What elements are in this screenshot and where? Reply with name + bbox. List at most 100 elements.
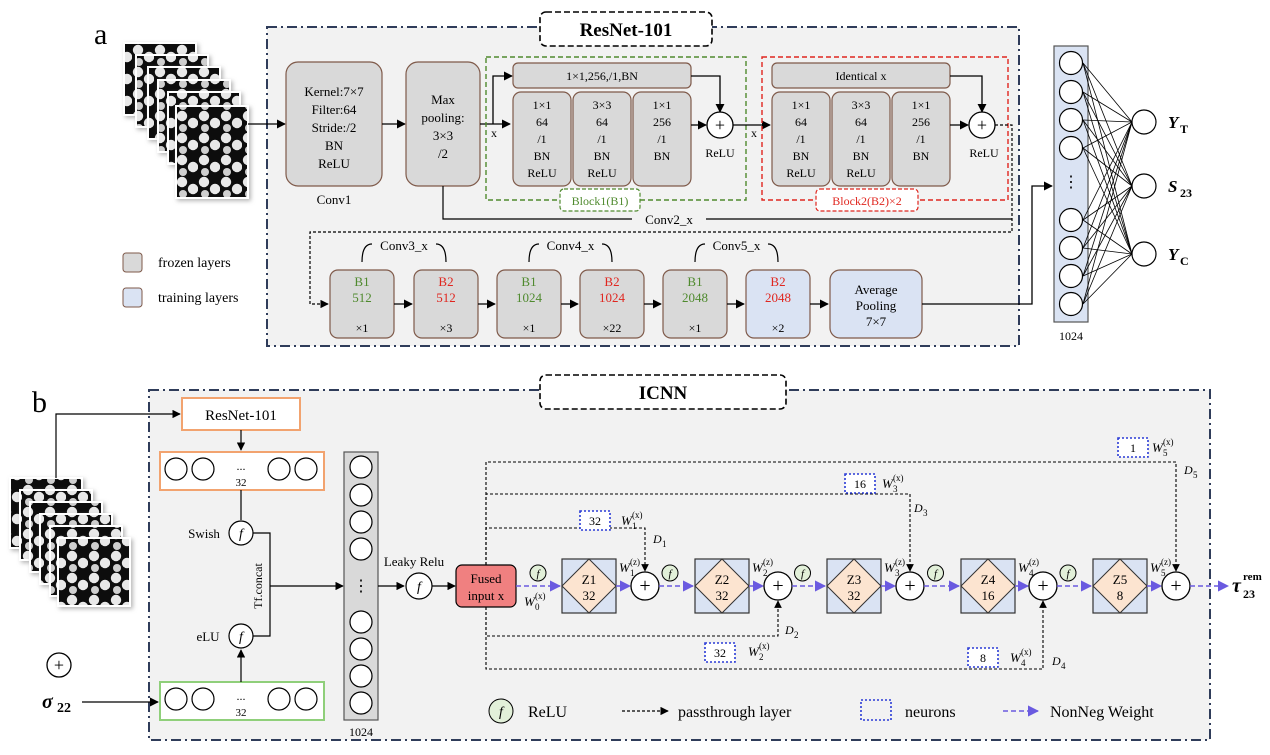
relu-node-1 — [661, 564, 679, 582]
upper-neurons-2 — [267, 457, 291, 481]
neuron-box-4 — [1117, 437, 1149, 458]
concat-neuron-6 — [349, 637, 373, 661]
b2-cells-cell-0-line-3: BN — [793, 149, 810, 163]
fc-edge-2-1 — [1082, 119, 1133, 187]
fc-output-sub-1: 23 — [1180, 186, 1192, 200]
conv2-label: Conv2_x — [645, 212, 693, 227]
wz-label-1-sup: (z) — [763, 557, 773, 567]
block2-to-stage-connector — [309, 124, 1013, 309]
fc-edge-7-2 — [1082, 253, 1133, 305]
wx-label-4-sup: (x) — [1163, 437, 1174, 447]
d-sub-2: 3 — [923, 508, 928, 518]
swish-label: Swish — [188, 526, 220, 541]
fc-neuron-0 — [1058, 50, 1084, 76]
legend-neurons-label: neurons — [905, 704, 956, 721]
z-diamond-4 — [1092, 558, 1148, 614]
stage-1-channels: 512 — [436, 290, 456, 305]
conv1-line-3: BN — [325, 138, 344, 153]
icnn-title: ICNN — [639, 383, 688, 404]
fc-edge-5-2 — [1082, 247, 1133, 255]
d-sub-1: 2 — [794, 630, 799, 640]
b1-cells-cell-1-line-1: 64 — [596, 115, 608, 129]
stage-3-channels: 1024 — [599, 290, 626, 305]
stage-3-name: B2 — [604, 274, 619, 289]
leaky-f: f — [417, 580, 423, 595]
concat-neuron-8 — [349, 691, 373, 715]
conv1-line-4: ReLU — [318, 156, 350, 171]
stage-0-name: B1 — [354, 274, 369, 289]
b2-cells-cell-1-line-3: BN — [853, 149, 870, 163]
fc-edge-5-0 — [1082, 121, 1133, 249]
icnn-title-box — [539, 374, 787, 410]
z-name-2: Z3 — [847, 572, 861, 587]
z-name-0: Z1 — [582, 572, 596, 587]
fc-connections — [1082, 62, 1133, 305]
b1-cells-cell-0-line-0: 1×1 — [533, 98, 552, 112]
fc-output-node-0 — [1131, 109, 1157, 135]
b2-cells-cell-0-line-0: 1×1 — [792, 98, 811, 112]
wx-label-1-main: W — [748, 644, 760, 659]
b2-cells-cell-1-line-2: /1 — [856, 132, 865, 146]
input-plus-node — [46, 652, 72, 678]
b1-cells-cell-1-line-0: 3×3 — [593, 98, 612, 112]
maxpool-line-2: 3×3 — [433, 128, 453, 143]
fc-edge-0-2 — [1082, 62, 1133, 255]
fc-edge-3-0 — [1082, 121, 1133, 149]
z-size-3: 16 — [982, 588, 996, 603]
conv-group-label-0: Conv3_x — [380, 238, 428, 253]
stage-4-repeat: ×1 — [689, 321, 702, 335]
x-label-1: x — [491, 126, 497, 140]
wz-label-0-sup: (z) — [630, 557, 640, 567]
fc-output-label-1: S — [1168, 177, 1177, 196]
output-tau: τ — [1232, 575, 1242, 597]
stage-0-channels: 512 — [352, 290, 372, 305]
legend-training-label: training layers — [158, 291, 238, 306]
b1-cells-cell-0-line-4: ReLU — [527, 166, 557, 180]
stage-5-channels: 2048 — [765, 290, 791, 305]
concat-neuron-5 — [349, 610, 373, 634]
conv-group-bracket-2 — [694, 243, 779, 263]
stage-3-repeat: ×22 — [603, 321, 622, 335]
b1-cells-cell-0-line-3: BN — [534, 149, 551, 163]
maxpool-line-1: pooling: — [421, 110, 464, 125]
legend-relu-label: ReLU — [528, 704, 568, 721]
neuron-count-4: 1 — [1130, 441, 1136, 455]
conv-group-bracket-0 — [361, 243, 447, 263]
concat-neuron-1 — [349, 483, 373, 507]
w0-label-sup: (x) — [535, 591, 546, 601]
wx-label-2-sub: 3 — [893, 484, 898, 494]
b1-cells-cell-2-line-1: 256 — [653, 115, 671, 129]
stage-0-repeat: ×1 — [356, 321, 369, 335]
avgpool-line-2: 7×7 — [866, 314, 887, 329]
relu-node-3 — [927, 564, 944, 582]
d-label-4: D — [1183, 463, 1193, 477]
fc-output-sub-0: T — [1180, 122, 1188, 136]
b2-cells-cell-1-line-1: 64 — [855, 115, 867, 129]
b1-cells-cell-2-line-3: BN — [654, 149, 671, 163]
relu-node-1-f: f — [668, 568, 673, 580]
concat-label: Tf.concat — [251, 563, 265, 609]
b2-cells-cell-1 — [831, 91, 891, 187]
neuron-box-2 — [844, 473, 876, 494]
b2-cells-cell-0-line-2: /1 — [796, 132, 805, 146]
legend-frozen-swatch — [122, 252, 143, 273]
fc-edge-4-1 — [1082, 185, 1133, 221]
d-label-1: D — [784, 623, 794, 637]
wz-label-0-main: W — [619, 560, 631, 575]
stage-1-name: B2 — [438, 274, 453, 289]
concat-vector-neurons: ⋮ — [349, 455, 373, 715]
fc-edge-5-1 — [1082, 185, 1133, 249]
upper-vector-dots: ... — [237, 459, 246, 473]
block2-label-box — [815, 188, 919, 212]
relu-node-0 — [529, 564, 547, 582]
b2-cells-cell-2 — [891, 91, 951, 187]
z-diamond-0 — [561, 558, 617, 614]
block1-plus: + — [715, 115, 725, 135]
fc-edge-1-2 — [1082, 91, 1133, 255]
fc-neurons: ⋮ — [1058, 50, 1084, 317]
fc-edge-4-0 — [1082, 121, 1133, 221]
swish-f: f — [239, 527, 245, 542]
